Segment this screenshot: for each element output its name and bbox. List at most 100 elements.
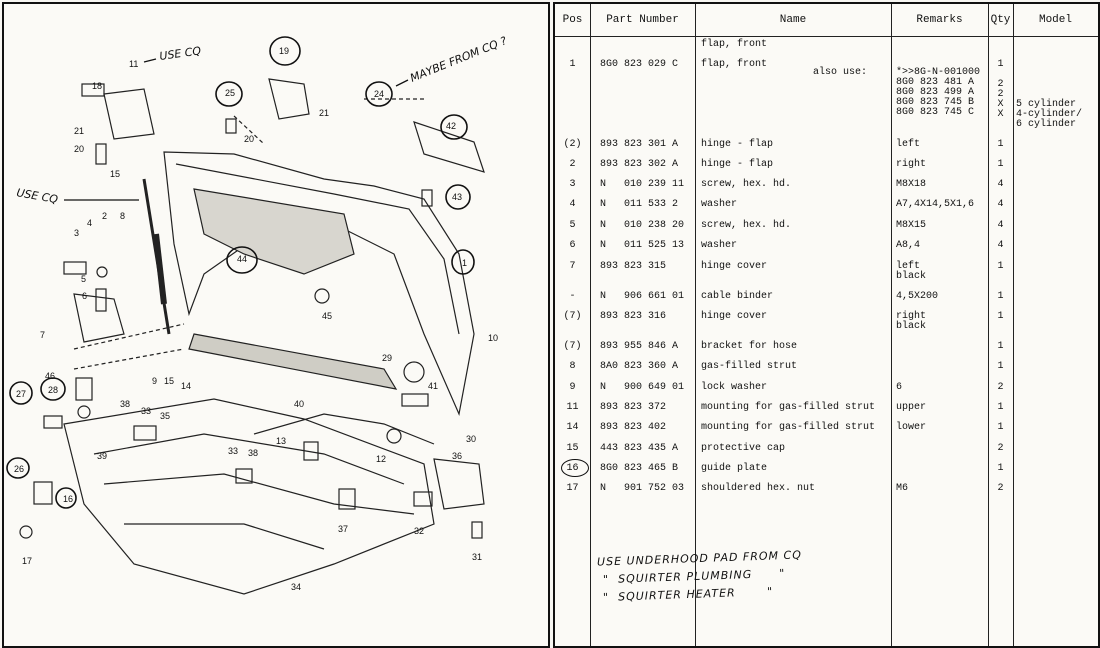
header-name: Name [779,14,807,26]
table-cell-pos: - [569,291,576,302]
table-cell-remarks: right black [896,311,927,332]
callout: 7 [40,330,45,340]
handwritten-note: USE CQ [159,44,203,63]
table-cell-part: N 010 238 20 [600,220,685,231]
table-cell-pos: 17 [566,483,579,494]
table-cell-part: 893 823 316 [600,311,667,322]
table-cell-qty: 1 [997,261,1004,272]
table-cell-qty: 1 [997,422,1004,433]
table-cell-name: gas-filled strut [701,361,798,372]
table-cell-name: washer [701,199,738,210]
callout: 40 [294,399,304,409]
table-cell-pos: (7) [563,341,582,352]
callout: 5 [81,274,86,284]
table-cell-name: cable binder [701,291,774,302]
callout: 30 [466,434,476,444]
table-cell-remarks: left black [896,261,927,282]
table-cell-part: N 010 239 11 [600,179,685,190]
table-cell-part: 443 823 435 A [600,443,679,454]
table-cell-name: screw, hex. hd. [701,220,792,231]
callout: 31 [472,552,482,562]
table-cell-qty: 1 [997,402,1004,413]
table-cell-qty: 4 [997,220,1004,231]
callout: 34 [291,582,301,592]
callout: 32 [414,526,424,536]
table-cell-part: N 906 661 01 [600,291,685,302]
table-cell-name: lock washer [701,382,768,393]
callout: 17 [22,556,32,566]
table-cell-pos: 9 [569,382,576,393]
hand-circle-pos-16 [561,459,589,477]
table-cell-remarks: right [896,159,927,170]
table-cell-qty: 1 [997,291,1004,302]
table-cell-name: flap, front [701,59,768,70]
table-cell-part: 8G0 823 465 B [600,463,679,474]
handwritten-note: USE CQ [15,186,59,206]
header-model: Model [1038,14,1072,26]
table-cell-name: hinge cover [701,311,768,322]
callout: 27 [16,389,26,399]
table-cell-name: hinge - flap [701,159,774,170]
handwritten-note: MAYBE FROM CQ ? [408,34,509,85]
callout: 18 [92,81,102,91]
table-cell-name: protective cap [701,443,786,454]
table-cell-part: 893 823 302 A [600,159,679,170]
callout: 13 [276,436,286,446]
table-cell-part: 893 823 402 [600,422,667,433]
table-cell-part: 893 823 372 [600,402,667,413]
callout: 24 [374,89,384,99]
callout: 46 [45,371,55,381]
table-cell-remarks: M6 [896,483,909,494]
table-cell-part: 8G0 823 029 C [600,59,679,70]
table-cell-remarks: A7,4X14,5X1,6 [896,199,975,210]
callout: 21 [74,126,84,136]
table-cell-name: washer [701,240,738,251]
table-cell-part: N 011 525 13 [600,240,685,251]
table-cell-remarks: *>>8G-N-001000 8G0 823 481 A 8G0 823 499… [896,67,981,118]
callout: 20 [244,134,254,144]
table-cell-pos: 15 [566,443,579,454]
callout: 11 [129,59,138,69]
header-qty: Qty [990,14,1011,26]
table-cell-name: bracket for hose [701,341,798,352]
table-cell-name: hinge - flap [701,139,774,150]
table-cell-qty: 1 [997,361,1004,372]
table-cell-qty: 1 [997,463,1004,474]
table-cell-qty: 4 [997,199,1004,210]
table-cell-pos: (7) [563,311,582,322]
table-cell-remarks: 4,5X200 [896,291,939,302]
table-cell-name: hinge cover [701,261,768,272]
table-cell-remarks: M8X18 [896,179,927,190]
exploded-view-drawing: 1 2 3 4 5 6 7 8 9 10 11 12 13 14 15 15 1… [6,34,509,595]
callout: 15 [110,169,120,179]
table-cell-qty: 1 [997,159,1004,170]
callout: 45 [322,311,332,321]
table-cell-qty: 1 2 2 X X [997,59,1004,120]
table-cell-qty: 4 [997,240,1004,251]
table-cell-name: mounting for gas-filled strut [701,402,876,413]
callout: 38 [248,448,258,458]
table-cell-pos: 5 [569,220,576,231]
table-cell-qty: 1 [997,311,1004,322]
table-cell-pos: 8 [569,361,576,372]
table-cell-part: N 900 649 01 [600,382,685,393]
header-part-number: Part Number [606,14,679,26]
callout: 6 [82,291,87,301]
table-cell-qty: 1 [997,341,1004,352]
callout: 14 [181,381,191,391]
callout: 20 [74,144,84,154]
callout: 16 [63,494,73,504]
callout: 41 [428,381,438,391]
table-cell-part: N 901 752 03 [600,483,685,494]
table-cell-qty: 2 [997,483,1004,494]
table-cell-qty: 2 [997,382,1004,393]
callout: 43 [452,192,462,202]
callout: 3 [74,228,79,238]
callout: 33 [228,446,238,456]
handwritten-note: USE UNDERHOOD PAD FROM CQ [596,548,803,569]
table-cell-part: 893 823 301 A [600,139,679,150]
table-cell-pos: 3 [569,179,576,190]
table-cell-name: flap, front [701,39,768,50]
callout: 36 [452,451,462,461]
callout: 26 [14,464,24,474]
